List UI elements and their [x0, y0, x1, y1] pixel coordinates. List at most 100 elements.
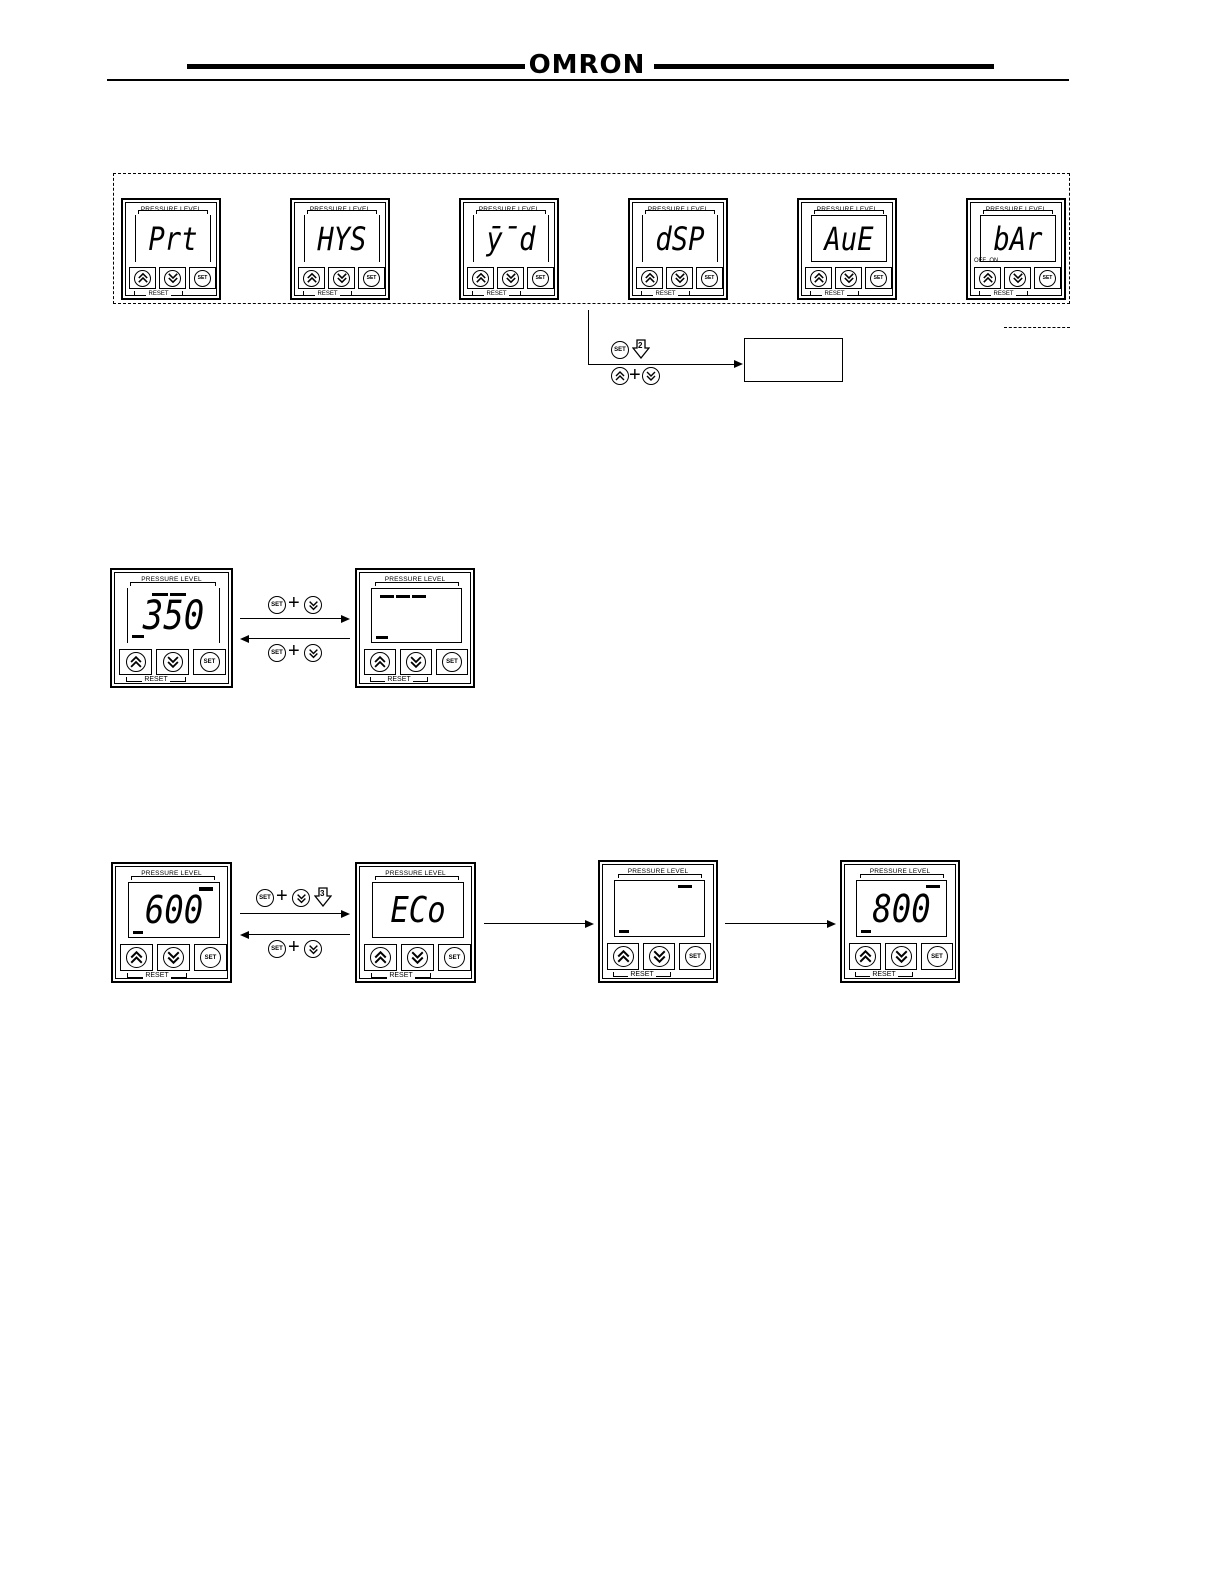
set-button[interactable]: SET	[194, 944, 227, 971]
reset-bracket: RESET	[641, 291, 690, 297]
down-chevron-icon	[162, 652, 183, 672]
set-button[interactable]: SET	[921, 943, 953, 970]
up-button[interactable]	[607, 943, 639, 970]
down-button[interactable]	[328, 267, 355, 289]
down-button[interactable]	[401, 944, 434, 971]
up-button[interactable]	[120, 944, 153, 971]
set-button[interactable]: SET	[358, 267, 385, 289]
set-button[interactable]: SET	[679, 943, 711, 970]
lcd-readout: ȳ̄d	[486, 219, 536, 258]
set-key-icon: SET	[256, 889, 274, 907]
pressure-level-label: PRESSURE LEVEL	[985, 206, 1047, 213]
down-button[interactable]	[157, 944, 190, 971]
lcd-screen: 350	[127, 588, 220, 643]
up-button[interactable]	[849, 943, 881, 970]
down-chevron-icon	[1009, 269, 1026, 287]
reset-label: RESET	[628, 971, 656, 978]
down-chevron-icon	[890, 946, 912, 967]
reset-label: RESET	[143, 972, 171, 979]
down-key-icon	[292, 889, 310, 907]
up-button[interactable]	[364, 944, 397, 971]
down-key-icon	[304, 940, 322, 958]
up-button[interactable]	[974, 267, 1001, 289]
plus-sign: +	[288, 640, 300, 662]
set-key-icon: SET	[268, 940, 286, 958]
set-key-icon: SET	[268, 644, 286, 662]
up-chevron-icon	[979, 269, 996, 287]
target-mode-box	[744, 338, 843, 382]
up-button[interactable]	[467, 267, 494, 289]
down-button[interactable]	[643, 943, 675, 970]
pressure-level-label: PRESSURE LEVEL	[309, 206, 371, 213]
up-chevron-icon	[612, 946, 634, 967]
down-button[interactable]	[1004, 267, 1031, 289]
up-chevron-icon	[303, 269, 320, 287]
pressure-level-label: PRESSURE LEVEL	[816, 206, 878, 213]
set-circle-icon: SET	[1039, 269, 1056, 287]
set-key-icon: SET	[268, 596, 286, 614]
lcd-readout: 600	[144, 888, 204, 932]
set-button[interactable]: SET	[696, 267, 723, 289]
pressure-level-label: PRESSURE LEVEL	[141, 576, 202, 583]
down-button[interactable]	[497, 267, 524, 289]
lcd-screen: 800	[856, 880, 947, 937]
up-button[interactable]	[298, 267, 325, 289]
down-button[interactable]	[885, 943, 917, 970]
arrowhead-right	[827, 919, 836, 928]
set-button[interactable]: SET	[1034, 267, 1061, 289]
continuation-dash	[1004, 327, 1070, 328]
reset-bracket: RESET	[613, 971, 671, 978]
set-circle-icon: SET	[870, 269, 887, 287]
lcd-readout: Prt	[148, 219, 198, 258]
set-button[interactable]: SET	[865, 267, 892, 289]
up-button[interactable]	[129, 267, 156, 289]
down-button[interactable]	[156, 649, 189, 675]
pressure-level-label: PRESSURE LEVEL	[869, 868, 931, 875]
lcd-screen	[371, 588, 462, 643]
up-button[interactable]	[805, 267, 832, 289]
lcd-readout: dSP	[655, 219, 705, 258]
down-button[interactable]	[159, 267, 186, 289]
set-button[interactable]: SET	[193, 649, 226, 675]
branch-arrowhead	[734, 360, 743, 368]
set-circle-icon: SET	[701, 269, 718, 287]
down-button[interactable]	[835, 267, 862, 289]
down-chevron-icon	[671, 269, 688, 287]
lcd-readout: AuE	[824, 219, 874, 258]
arrow-line	[248, 934, 350, 935]
down-chevron-icon	[648, 946, 670, 967]
reset-label: RESET	[484, 291, 509, 297]
down-button[interactable]	[666, 267, 693, 289]
set-button[interactable]: SET	[438, 944, 471, 971]
lcd-readout: 350	[142, 592, 205, 639]
reset-label: RESET	[387, 972, 415, 979]
lcd-screen: AuE	[811, 215, 887, 262]
up-button[interactable]	[636, 267, 663, 289]
label-bracket	[138, 210, 208, 214]
set-button[interactable]: SET	[189, 267, 216, 289]
set-circle-icon: SET	[199, 652, 220, 672]
label-bracket	[983, 210, 1053, 214]
label-bracket	[307, 210, 377, 214]
plus-sign: +	[629, 364, 641, 386]
up-button[interactable]	[364, 649, 396, 675]
label-bracket	[476, 210, 546, 214]
down-button[interactable]	[400, 649, 432, 675]
up-button[interactable]	[119, 649, 152, 675]
set-button[interactable]: SET	[436, 649, 468, 675]
up-chevron-icon	[810, 269, 827, 287]
up-chevron-icon	[134, 269, 151, 287]
arrow-line	[725, 923, 828, 924]
pressure-level-label: PRESSURE LEVEL	[140, 206, 202, 213]
lcd-segment	[926, 885, 940, 888]
lcd-screen: Prt	[135, 215, 211, 262]
set-button[interactable]: SET	[527, 267, 554, 289]
lcd-segment	[376, 636, 388, 639]
reset-bracket: RESET	[472, 291, 521, 297]
